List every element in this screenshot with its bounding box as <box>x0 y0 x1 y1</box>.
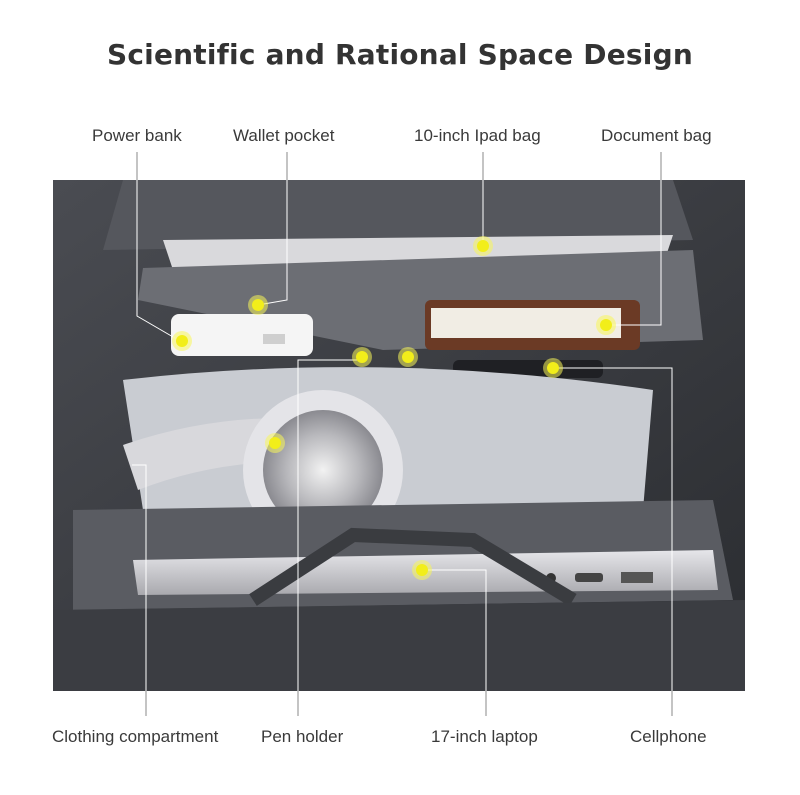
bag-bottom <box>53 600 745 691</box>
usb-port <box>263 334 285 344</box>
backpack-interior-photo <box>53 180 745 691</box>
label-wallet-pocket: Wallet pocket <box>233 126 335 145</box>
label-power-bank: Power bank <box>92 126 182 145</box>
laptop-port <box>621 572 653 583</box>
label-cellphone: Cellphone <box>630 727 707 746</box>
label-17-inch-laptop: 17-inch laptop <box>431 727 538 746</box>
power-bank <box>171 314 313 356</box>
page-title: Scientific and Rational Space Design <box>107 38 693 71</box>
backpack-illustration <box>53 180 745 691</box>
laptop-port <box>575 573 603 582</box>
label-clothing-compartment: Clothing compartment <box>52 727 219 746</box>
label-document-bag: Document bag <box>601 126 712 145</box>
label-pen-holder: Pen holder <box>261 727 344 746</box>
label-ipad-bag: 10-inch Ipad bag <box>414 126 541 145</box>
document-papers <box>431 308 621 338</box>
bag-top-rim <box>103 180 693 250</box>
